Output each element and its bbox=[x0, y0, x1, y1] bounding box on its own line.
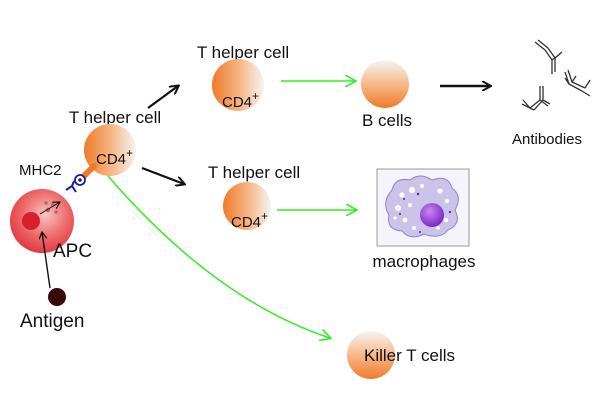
apc-nucleus bbox=[22, 212, 40, 230]
t-helper-mid-label: T helper cell bbox=[208, 163, 300, 182]
antibodies-label: Antibodies bbox=[512, 131, 582, 148]
antigen-particle bbox=[48, 288, 66, 306]
t-helper-cell-top bbox=[212, 59, 264, 111]
antigen-to-apc-arrow bbox=[42, 232, 51, 289]
arrow-to-top-t-helper bbox=[147, 86, 178, 109]
mhc2-receptor bbox=[65, 180, 77, 193]
antigen-processing-arrow bbox=[39, 202, 60, 215]
macrophages-label: macrophages bbox=[372, 252, 475, 271]
killer-t-cell bbox=[347, 331, 395, 379]
t-helper-cell-mid bbox=[223, 182, 271, 230]
b-cell bbox=[361, 60, 409, 108]
macrophage-icon bbox=[376, 168, 470, 247]
apc-label: APC bbox=[53, 241, 92, 262]
b-cells-label: B cells bbox=[362, 111, 412, 130]
t-helper-cell-left bbox=[84, 124, 136, 176]
cd4-top-label: CD4+ bbox=[222, 89, 259, 111]
mhc2-label: MHC2 bbox=[19, 162, 62, 179]
antibody-icon bbox=[521, 86, 551, 111]
antigen-label: Antigen bbox=[20, 311, 84, 332]
t-helper-left-label: T helper cell bbox=[69, 108, 161, 127]
cd4-mid-label: CD4+ bbox=[231, 209, 268, 231]
arrow-to-mid-t-helper bbox=[141, 166, 184, 184]
antibody-icon bbox=[534, 39, 563, 74]
killer-t-cells-label: Killer T cells bbox=[364, 346, 455, 365]
cd4-left-label: CD4+ bbox=[96, 146, 133, 168]
t-helper-top-label: T helper cell bbox=[197, 43, 289, 62]
antibody-icon bbox=[564, 69, 591, 97]
arrow-to-killer-t-cells bbox=[107, 175, 330, 338]
